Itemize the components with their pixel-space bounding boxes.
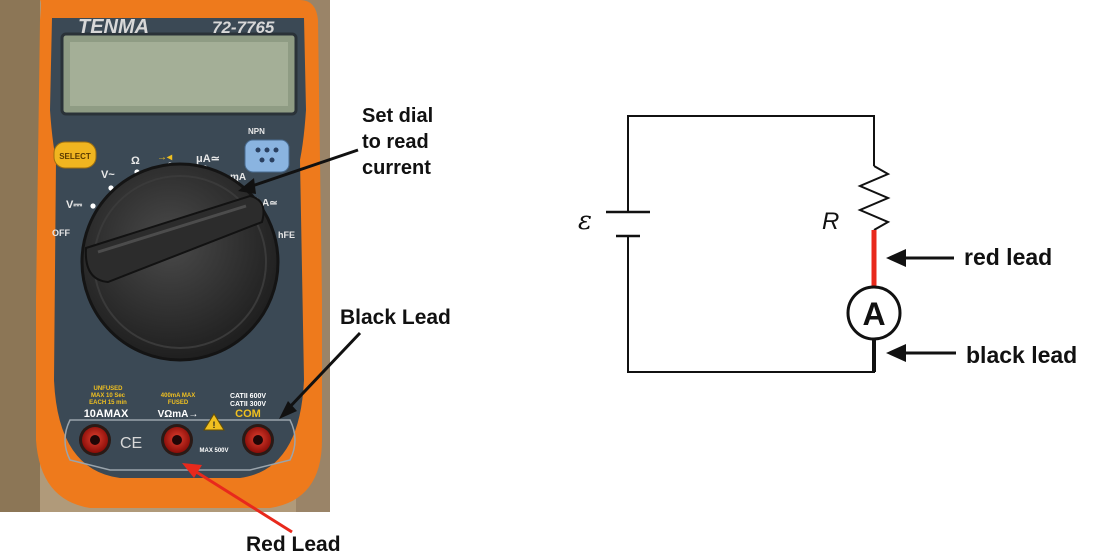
- svg-text:!: !: [213, 420, 216, 430]
- red-lead-arrow: [189, 466, 293, 534]
- red-lead-label: red lead: [964, 244, 1053, 270]
- brand-logo: TENMA: [78, 16, 149, 38]
- red-lead-pointer-head: [886, 249, 906, 267]
- npn-socket: [244, 139, 290, 173]
- jack-10a-note: UNFUSED: [93, 386, 123, 392]
- set-dial-line-2: to read: [362, 131, 429, 153]
- jack-10a-note-3: EACH 15 min: [89, 400, 127, 406]
- set-dial-arrow: [245, 148, 359, 190]
- jack-com-note: CATII 600V: [230, 393, 266, 400]
- model-number: 72-7765: [212, 18, 275, 37]
- dial-mark-milliamp: mA: [230, 172, 246, 183]
- circuit-wires: [627, 115, 875, 373]
- jack-com-note-2: CATII 300V: [230, 401, 266, 408]
- jack-10a-label: 10AMAX: [84, 408, 129, 420]
- ce-mark: CE: [120, 435, 142, 452]
- set-dial-annotation: Set dial to read current: [362, 103, 433, 181]
- jack-vma[interactable]: [161, 424, 193, 456]
- jack-vma-note-2: FUSED: [168, 400, 189, 406]
- set-dial-arrowhead: [238, 178, 256, 194]
- jack-vma-label: VΩmA→: [158, 409, 199, 420]
- npn-label: NPN: [248, 127, 265, 136]
- dial-pointer: [84, 194, 265, 284]
- set-dial-line-1: Set dial: [362, 105, 434, 127]
- set-dial-line-3: current: [362, 157, 431, 179]
- red-lead-annotation: Red Lead: [246, 533, 341, 556]
- jack-vma-note: 400mA MAX: [161, 393, 195, 399]
- black-lead-pointer-head: [886, 344, 906, 362]
- select-button[interactable]: [53, 141, 97, 169]
- select-button-label: SELECT: [59, 152, 91, 161]
- dial-mark-off: OFF: [52, 228, 70, 238]
- max-voltage-label: MAX 500V: [199, 448, 228, 454]
- black-lead-label: black lead: [966, 342, 1078, 368]
- dial-mark-microamp: μA≃: [196, 153, 220, 165]
- ammeter-symbol: A: [862, 296, 885, 332]
- emf-symbol: ε: [578, 206, 592, 236]
- dial-mark-vdc: V⎓: [66, 199, 82, 211]
- black-lead-arrowhead: [279, 401, 297, 419]
- warning-triangle-icon: [203, 413, 225, 431]
- black-lead-arrow: [284, 331, 362, 413]
- dial-mark-ohm: Ω: [131, 155, 140, 167]
- jack-10a[interactable]: [79, 424, 111, 456]
- jack-com-label: COM: [235, 408, 261, 420]
- jack-com[interactable]: [242, 424, 274, 456]
- dial-mark-amp: A≃: [262, 198, 278, 209]
- dial-mark-diode: →◂: [157, 152, 173, 163]
- resistor-symbol: R: [822, 208, 840, 235]
- dial-mark-hfe: hFE: [278, 230, 295, 240]
- resistor-zigzag: [857, 165, 891, 231]
- dial-mark-vac: V~: [101, 169, 115, 181]
- multimeter-photo: TENMA 72-7765 SELECT NPN Ω →◂ μA≃ mA V~ …: [0, 0, 362, 534]
- red-lead-arrowhead: [182, 463, 202, 478]
- jack-10a-note-2: MAX 10 Sec: [91, 393, 126, 399]
- black-lead-annotation: Black Lead: [340, 306, 451, 329]
- ammeter: [846, 285, 902, 341]
